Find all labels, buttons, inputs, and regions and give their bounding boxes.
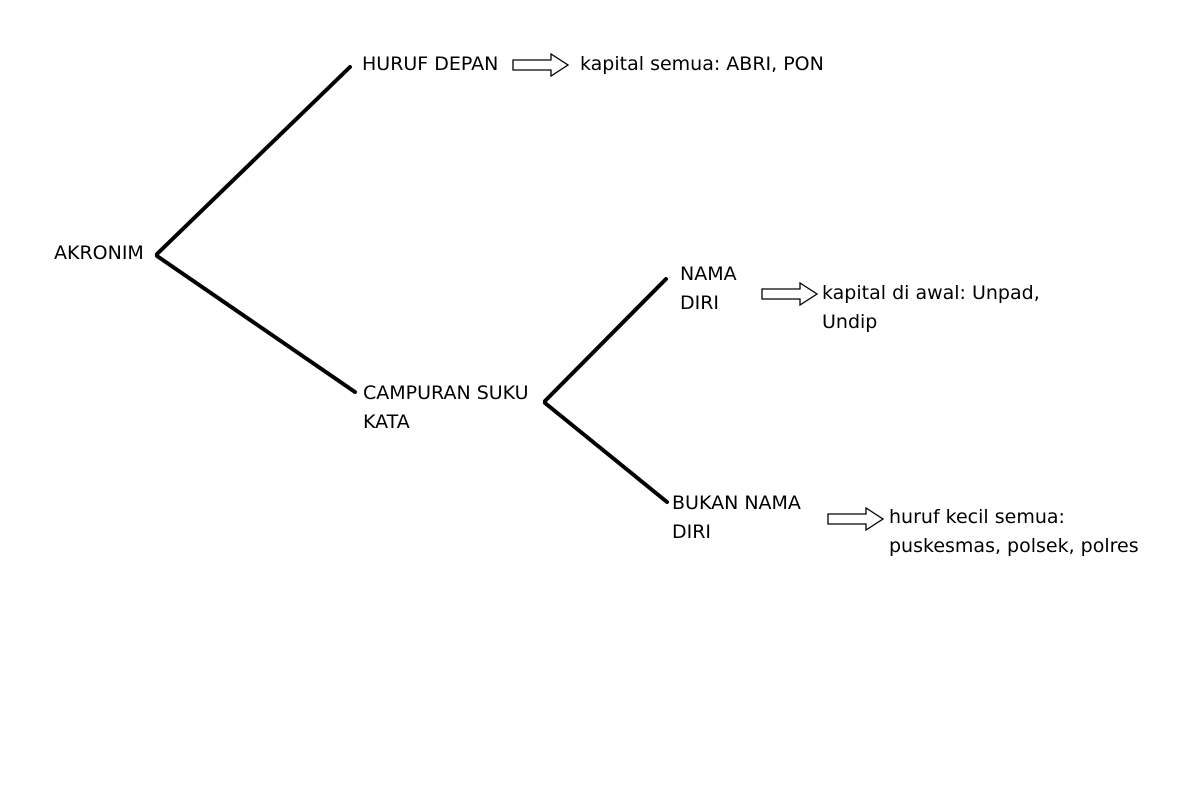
rule-bukan-nama-diri-line2: puskesmas, polsek, polres <box>889 535 1139 557</box>
edge-akronim-huruf-depan <box>155 65 352 256</box>
edge-campuran-nama-diri <box>543 277 668 403</box>
node-bukan-nama-diri-line1: BUKAN NAMA <box>672 492 801 514</box>
arrow-right-icon <box>512 53 570 77</box>
node-nama-diri-line2: DIRI <box>680 292 720 314</box>
rule-bukan-nama-diri: huruf kecil semua: puskesmas, polsek, po… <box>889 503 1139 561</box>
node-campuran-suku-kata: CAMPURAN SUKU KATA <box>363 379 529 437</box>
node-campuran-line1: CAMPURAN SUKU <box>363 382 529 404</box>
node-nama-diri-line1: NAMA <box>680 263 737 285</box>
node-campuran-line2: KATA <box>363 411 410 433</box>
node-bukan-nama-diri: BUKAN NAMA DIRI <box>672 489 801 547</box>
rule-huruf-depan: kapital semua: ABRI, PON <box>580 53 824 75</box>
node-akronim: AKRONIM <box>54 242 144 264</box>
rule-bukan-nama-diri-line1: huruf kecil semua: <box>889 506 1065 528</box>
arrow-right-icon <box>827 507 885 531</box>
edge-akronim-campuran <box>155 254 357 394</box>
node-huruf-depan: HURUF DEPAN <box>362 53 499 75</box>
node-nama-diri: NAMA DIRI <box>680 260 737 318</box>
rule-nama-diri-line2: Undip <box>822 311 878 333</box>
rule-nama-diri-line1: kapital di awal: Unpad, <box>822 282 1040 304</box>
node-bukan-nama-diri-line2: DIRI <box>672 521 712 543</box>
arrow-right-icon <box>761 282 819 306</box>
rule-nama-diri: kapital di awal: Unpad, Undip <box>822 279 1040 337</box>
edge-campuran-bukan-nama-diri <box>543 401 669 504</box>
